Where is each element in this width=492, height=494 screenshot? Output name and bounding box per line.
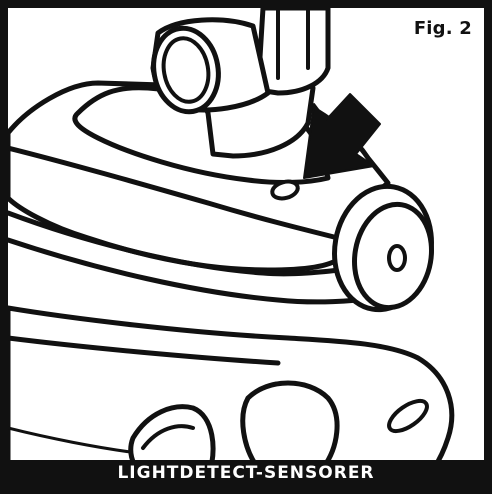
- front-lens: [240, 380, 340, 471]
- light-sensor-icon: [270, 179, 300, 201]
- housing-shadow-line: [8, 145, 341, 241]
- arrow-pointer-icon: [303, 93, 381, 179]
- figure-label: Fig. 2: [409, 16, 476, 41]
- swivel-cylinder-face: [161, 36, 211, 104]
- front-roller-lower-edge: [8, 426, 140, 455]
- release-pedal-groove: [141, 424, 195, 450]
- vacuum-head-illustration: [8, 8, 455, 486]
- housing-side-band-lower: [8, 237, 376, 305]
- side-wheel-hub: [387, 244, 407, 272]
- caption-bar: LIGHTDETECT-SENSORER: [8, 460, 484, 486]
- front-indicator: [387, 398, 429, 434]
- caption-text: LIGHTDETECT-SENSORER: [117, 463, 375, 483]
- front-roller-inner-curve: [8, 335, 281, 366]
- neck-column: [255, 8, 331, 96]
- housing-side-band: [8, 210, 361, 277]
- neck-column-detail: [276, 8, 310, 80]
